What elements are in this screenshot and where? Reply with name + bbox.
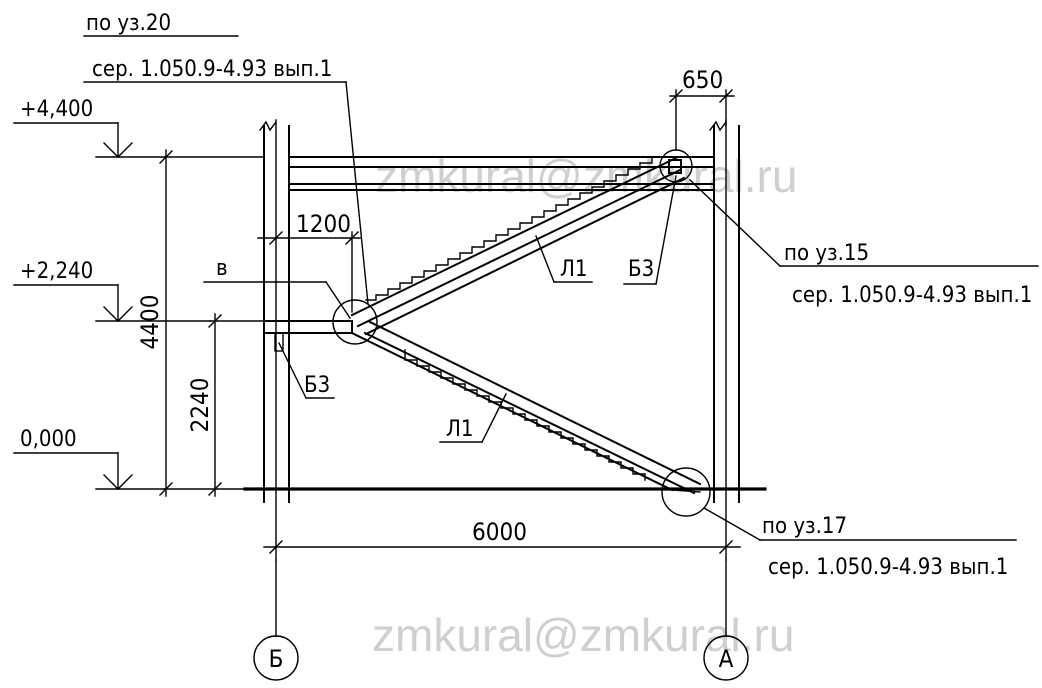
dim-span (263, 540, 741, 554)
callout-node15-leader (689, 179, 1039, 267)
dim-total-height-label: 4400 (136, 295, 164, 350)
label-embed-landing-leader (278, 342, 335, 399)
flight-upper (350, 156, 686, 336)
dim-landing-width (257, 231, 361, 313)
axis-label-right: А (719, 645, 734, 673)
label-landing-mark-leader (203, 281, 351, 319)
axis-label-left: Б (269, 645, 284, 673)
dim-landing-height-label: 2240 (186, 378, 214, 433)
landing (209, 320, 353, 352)
dim-landing-height (208, 313, 222, 497)
flight-lower (350, 320, 702, 495)
label-flight-lower-leader (439, 393, 507, 443)
callout-node15-line1: по уз.15 (784, 241, 869, 266)
label-flight-upper-leader (535, 235, 593, 283)
level-mark-middle (13, 284, 211, 322)
dim-top-offset-label: 650 (682, 66, 723, 94)
label-flight-upper: Л1 (560, 257, 587, 282)
level-label-top: +4,400 (20, 97, 93, 122)
label-embed-top-leader (623, 175, 677, 285)
label-embed-top: Б3 (628, 257, 654, 282)
callout-node20-line2: сер. 1.050.9-4.93 вып.1 (92, 57, 332, 82)
node-circle-bottom (661, 467, 711, 517)
axis-marker-right (703, 559, 749, 681)
callout-node17-leader (703, 507, 1017, 541)
top-beams (163, 156, 715, 191)
dim-span-label: 6000 (472, 518, 527, 546)
level-mark-bottom (13, 452, 165, 490)
callout-node20-leader (83, 35, 369, 305)
level-label-middle: +2,240 (20, 259, 93, 284)
callout-node15-line2: сер. 1.050.9-4.93 вып.1 (792, 283, 1032, 308)
embed-top-plate (668, 159, 682, 174)
watermark-bottom: zmkural@zmkural.ru (372, 609, 794, 661)
label-landing-mark: в (216, 256, 228, 281)
callout-node17-line1: по уз.17 (762, 514, 847, 539)
node-circle-landing (332, 299, 378, 345)
column-right (709, 119, 740, 561)
column-left (259, 119, 290, 561)
label-embed-landing: Б3 (304, 373, 330, 398)
label-flight-lower: Л1 (446, 417, 473, 442)
dim-top-offset (669, 89, 735, 151)
axis-marker-left (253, 559, 299, 681)
level-label-bottom: 0,000 (20, 427, 77, 452)
dim-landing-width-label: 1200 (296, 210, 351, 238)
callout-node17-line2: сер. 1.050.9-4.93 вып.1 (768, 555, 1008, 580)
level-mark-top (13, 122, 165, 158)
dim-total-height (159, 149, 173, 497)
callout-node20-line1: по уз.20 (86, 11, 171, 36)
